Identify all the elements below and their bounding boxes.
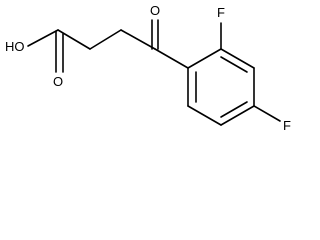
ring-double-bond-inner-3 [220, 101, 248, 118]
atom-acid-carbonyl-oxygen-label: O [53, 74, 63, 89]
bond-chain-1 [57, 29, 91, 50]
ring-bond-1 [187, 48, 222, 69]
ketone-group: O [150, 3, 189, 69]
bond-chain-2 [89, 29, 122, 50]
ring-bond-5 [187, 105, 222, 126]
bond-fluorine-para [253, 105, 281, 122]
carboxylic-acid-group: HO O [5, 29, 64, 89]
ring-bond-2 [220, 48, 255, 69]
ring-bond-4 [220, 105, 255, 126]
atom-ketone-oxygen-label: O [150, 3, 160, 18]
benzene-ring [187, 48, 255, 126]
alkyl-chain [57, 29, 156, 50]
fluorine-substituents: F F [217, 5, 291, 133]
bond-chain-3 [120, 29, 156, 50]
bond-hydroxyl-carbon [27, 29, 59, 47]
atom-fluorine-ortho-label: F [217, 5, 225, 20]
atom-fluorine-para-label: F [283, 118, 291, 133]
structure-diagram: HO O O F F [5, 3, 291, 133]
atom-hydroxyl-label: HO [5, 39, 25, 54]
bond-ketone-to-ring [154, 48, 189, 69]
ring-double-bond-inner-2 [220, 56, 248, 73]
